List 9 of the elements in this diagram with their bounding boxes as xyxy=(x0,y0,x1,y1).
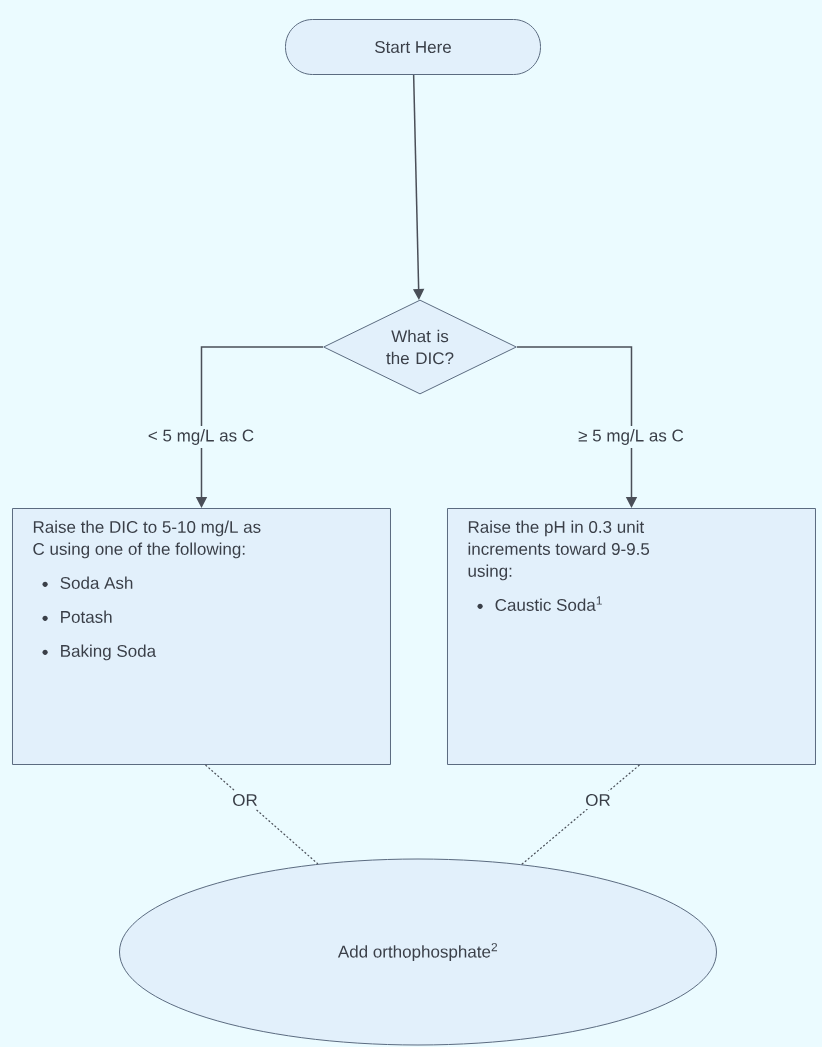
connector-line xyxy=(521,764,641,865)
edge-label: ≥ 5 mg/L as C xyxy=(575,426,687,448)
process-box: Raise the pH in 0.3 unit increments toward 9-9.5 using: Caustic Soda$^{1}$ xyxy=(447,508,816,765)
edge-label: < 5 mg/L as C xyxy=(144,426,258,448)
connector-line xyxy=(204,764,319,865)
arrow xyxy=(516,346,638,508)
start-terminal: Start Here xyxy=(285,19,541,75)
process-box: Raise the DIC to 5-10 mg/L as C using one of the following: Soda Ash Potash Baking Soda xyxy=(12,508,391,765)
arrow xyxy=(412,74,425,300)
